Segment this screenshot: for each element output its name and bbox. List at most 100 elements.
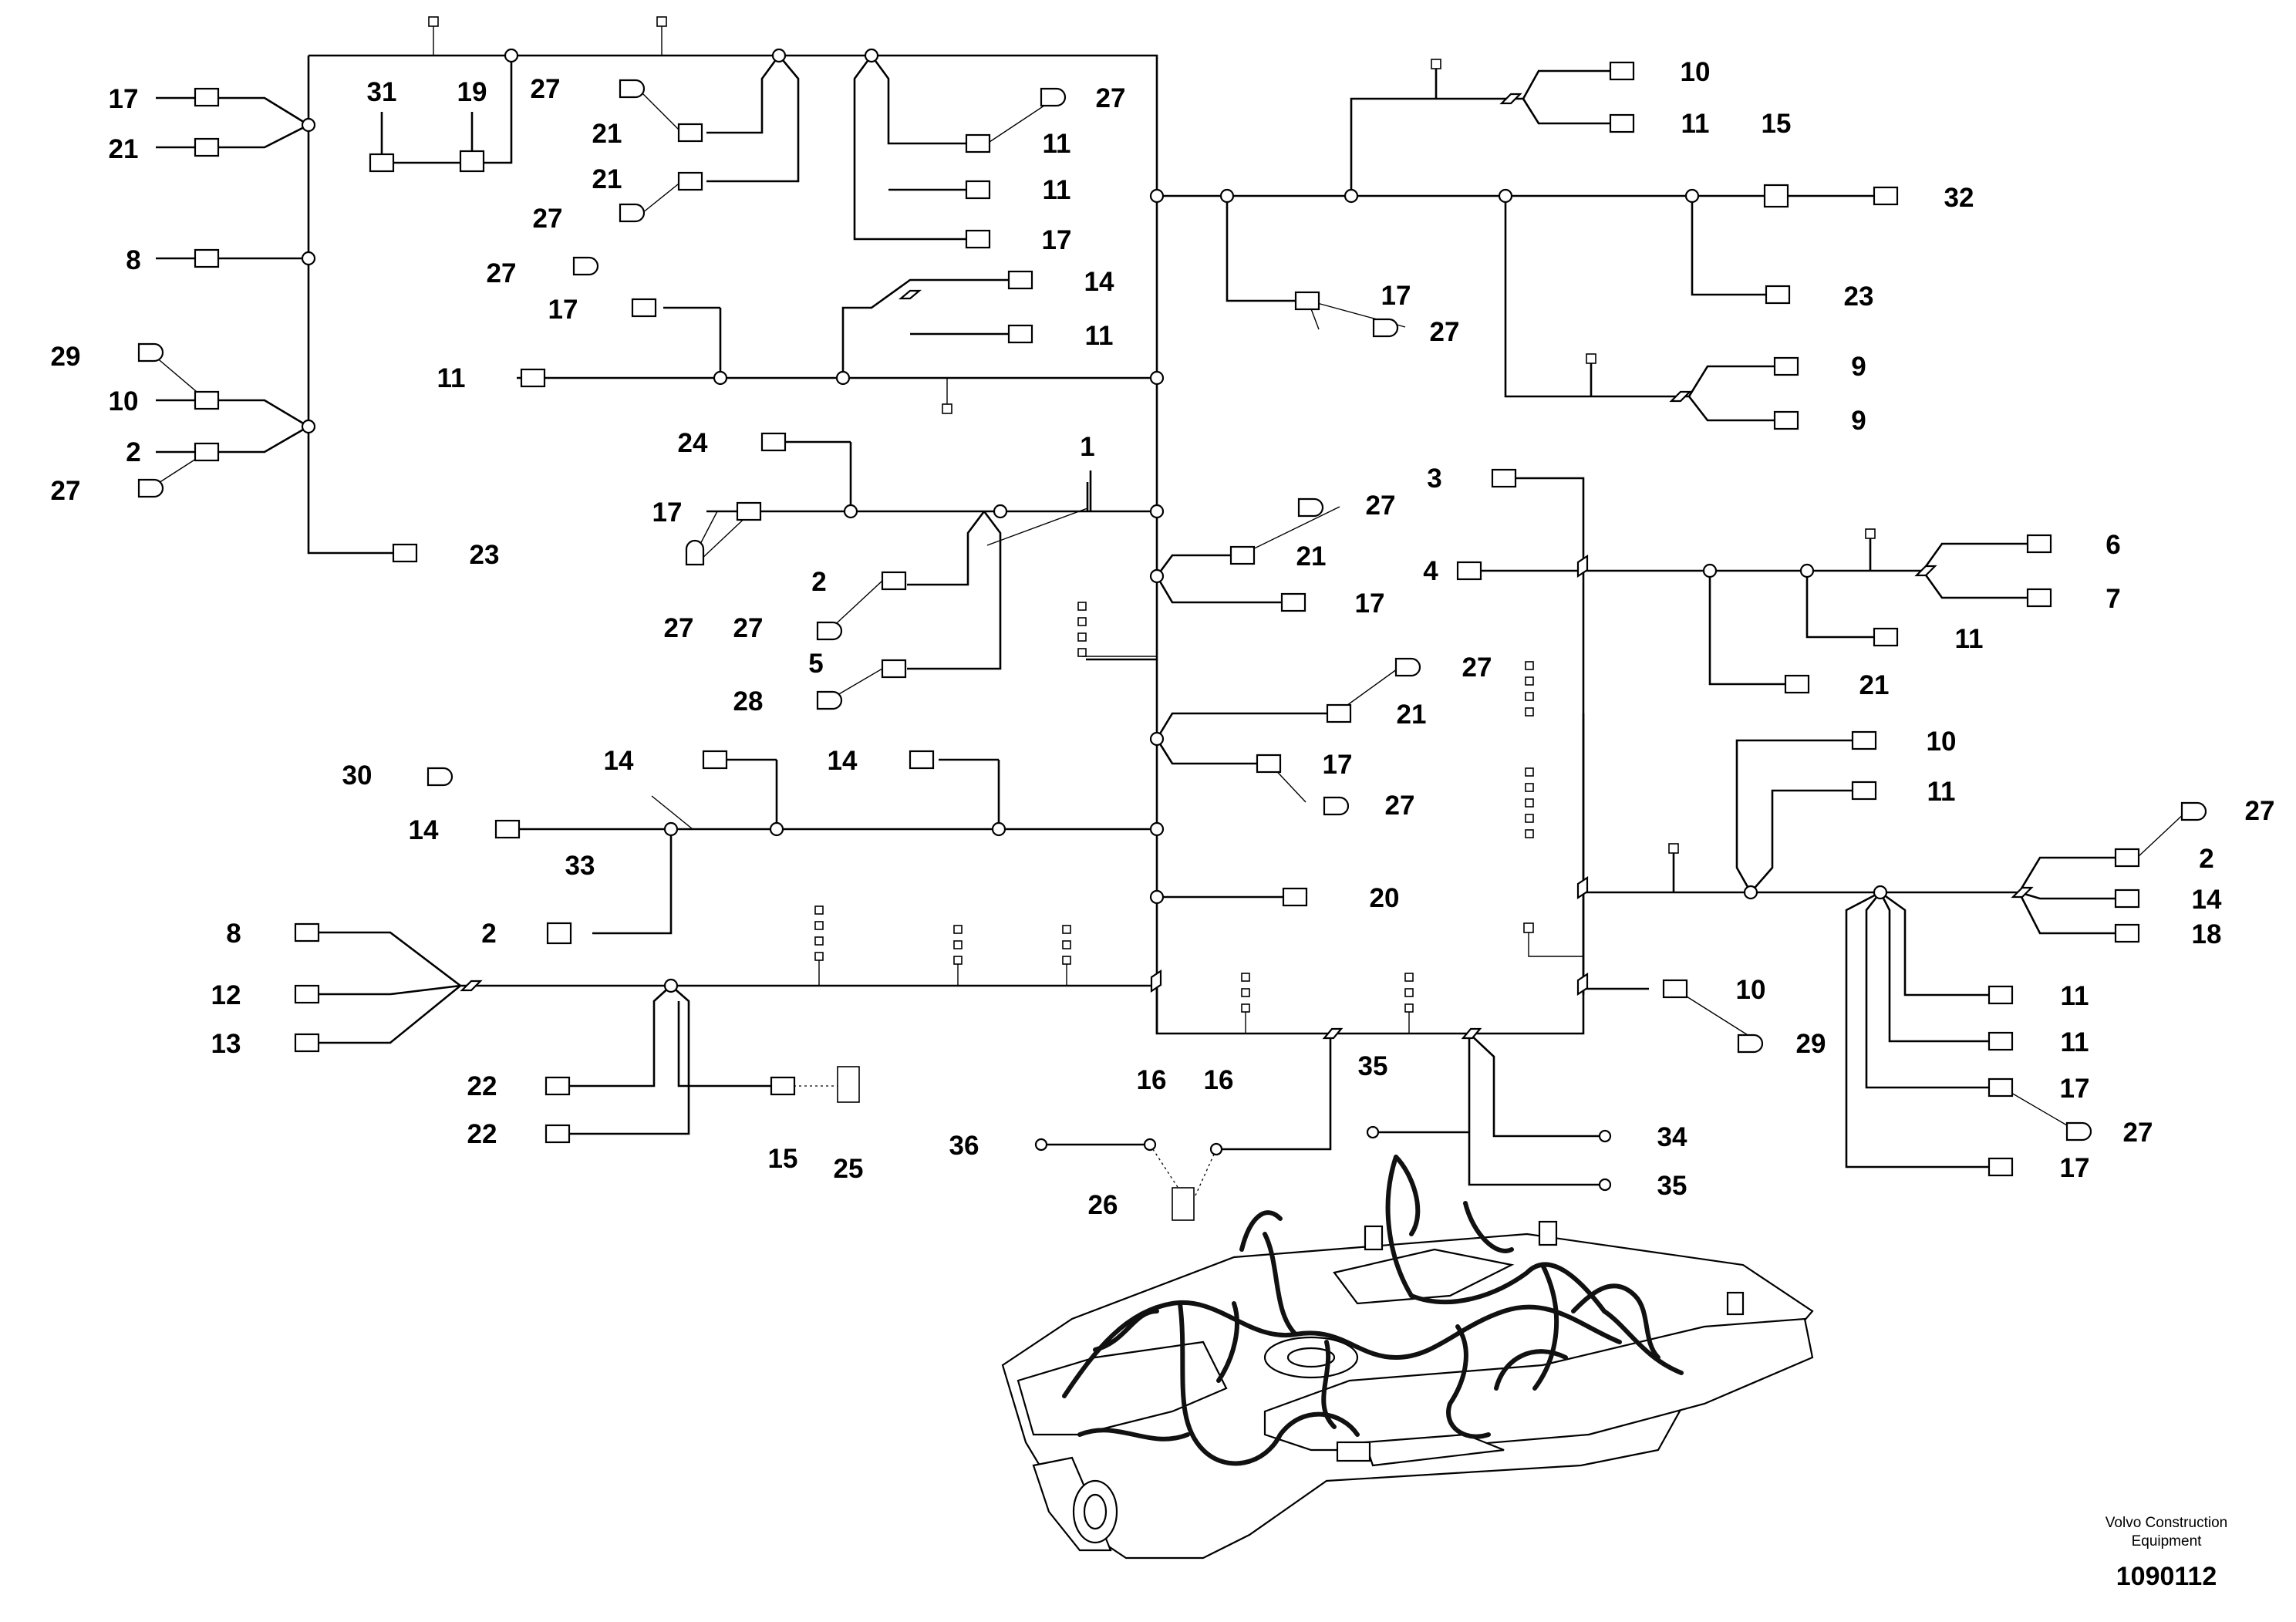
callout-label: 17 <box>548 295 578 325</box>
dome-connectors <box>137 79 2207 1141</box>
connector-box <box>881 659 907 679</box>
dome-connector <box>137 478 164 498</box>
harness-lines <box>156 53 2116 1186</box>
connector-box <box>965 133 991 153</box>
callout-label: 2 <box>481 919 496 949</box>
dome-connector <box>1323 796 1350 816</box>
callout-label: 27 <box>487 258 517 288</box>
connector-box <box>736 501 762 521</box>
callout-label: 36 <box>949 1131 979 1161</box>
callout-label: 2 <box>2199 844 2213 874</box>
callout-label: 17 <box>2060 1153 2090 1183</box>
connector-box <box>1662 979 1688 999</box>
connector-box <box>1773 356 1799 376</box>
connector-box <box>294 922 320 943</box>
callout-label: 28 <box>733 686 764 717</box>
connector-box <box>369 153 395 173</box>
callout-label: 14 <box>2192 885 2222 915</box>
callout-label: 27 <box>51 476 81 506</box>
connector-box <box>544 1124 571 1144</box>
callout-label: 27 <box>1096 83 1126 113</box>
callout-label: 33 <box>565 851 595 881</box>
callout-label: 11 <box>437 363 466 393</box>
connector-box <box>1784 674 1810 694</box>
connector-box <box>544 1076 571 1096</box>
connector-box <box>546 922 572 945</box>
callout-label: 6 <box>2106 530 2120 560</box>
dome-connector <box>2180 801 2207 821</box>
callout-label: 21 <box>1397 700 1427 730</box>
dome-connector <box>816 621 843 641</box>
connector-box <box>194 390 220 410</box>
connector-box <box>677 171 703 191</box>
callout-label: 30 <box>342 760 373 791</box>
callout-label: 35 <box>1657 1171 1687 1201</box>
callout-label: 17 <box>109 84 139 114</box>
inline-connectors <box>460 93 2034 1040</box>
connector-box <box>1280 592 1306 612</box>
callout-label: 17 <box>652 497 683 528</box>
connector-box <box>965 180 991 200</box>
connector-box <box>520 368 546 388</box>
brand-line-1: Volvo Construction <box>2106 1515 2227 1531</box>
callout-label: 17 <box>1042 225 1072 255</box>
connector-box <box>1765 285 1791 305</box>
connector-box <box>294 984 320 1004</box>
callout-label: 14 <box>409 815 439 845</box>
callout-label: 27 <box>1385 791 1415 821</box>
callout-label: 10 <box>1736 975 1766 1005</box>
connector-box <box>194 137 220 157</box>
callout-label: 11 <box>1927 777 1956 807</box>
callout-label: 10 <box>1927 727 1957 757</box>
callout-label: 13 <box>211 1029 241 1059</box>
connector-box <box>1609 113 1635 133</box>
callout-label: 27 <box>664 613 694 643</box>
connector-box <box>2026 588 2052 608</box>
dome-connector <box>1372 318 1399 338</box>
connector-box <box>392 543 418 563</box>
connector-box <box>1229 545 1256 565</box>
callout-label: 34 <box>1657 1122 1687 1152</box>
callout-label: 11 <box>1085 321 1114 351</box>
callout-label: 17 <box>1355 588 1385 619</box>
connector-box <box>631 298 657 318</box>
callout-label: 27 <box>2123 1118 2153 1148</box>
callout-label: 10 <box>109 386 139 416</box>
callout-label: 2 <box>126 437 140 467</box>
callout-label: 9 <box>1851 352 1866 382</box>
connector-box <box>1988 1157 2014 1177</box>
callout-label: 23 <box>470 540 500 570</box>
dome-connector <box>137 342 164 363</box>
callout-label: 14 <box>1084 267 1114 297</box>
callout-label: 9 <box>1851 406 1866 436</box>
callout-label: 16 <box>1137 1065 1167 1095</box>
callout-label: 5 <box>808 649 823 679</box>
connector-box <box>1988 1077 2014 1098</box>
callout-label: 18 <box>2192 919 2222 949</box>
callout-label: 29 <box>1796 1029 1826 1059</box>
drawing-footer: Volvo Construction Equipment 1090112 <box>2106 1515 2227 1591</box>
callout-label: 14 <box>604 746 634 776</box>
connector-box <box>1007 324 1033 344</box>
callout-label: 3 <box>1427 464 1441 494</box>
callout-label: 31 <box>367 77 397 107</box>
connector-box <box>494 819 521 839</box>
callout-label: 11 <box>2061 981 2089 1011</box>
connector-box <box>1456 561 1482 581</box>
callout-label: 27 <box>733 613 764 643</box>
callout-label: 8 <box>226 919 241 949</box>
callout-label: 27 <box>1430 317 1460 347</box>
connector-box <box>1491 468 1517 488</box>
connectors <box>194 61 2140 1221</box>
callout-label: 11 <box>1043 175 1071 205</box>
connector-box <box>2114 848 2140 868</box>
callout-label: 23 <box>1844 282 1874 312</box>
connector-box <box>1988 1031 2014 1051</box>
callout-labels: 17 21 8 29 10 2 27 23 31 19 27 21 21 27 … <box>51 57 2275 1220</box>
connector-box <box>2114 889 2140 909</box>
callout-label: 32 <box>1944 183 1974 213</box>
callout-label: 15 <box>1762 109 1792 139</box>
callout-label: 21 <box>1296 541 1327 572</box>
callout-label: 27 <box>2245 796 2275 826</box>
